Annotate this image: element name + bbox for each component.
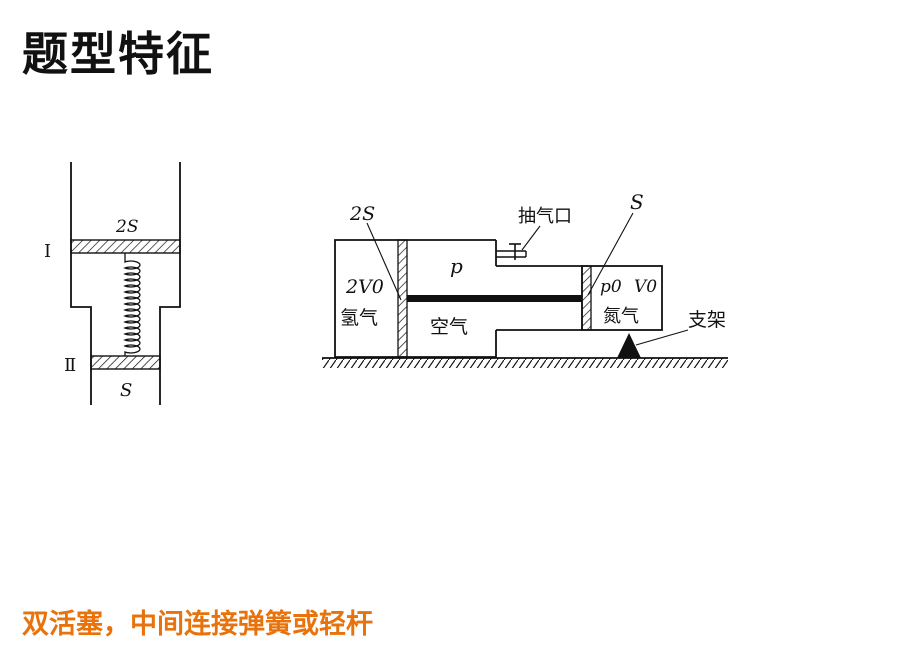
label-2s-vertical: 2S (115, 217, 138, 237)
label-nitrogen: 氮气 (603, 306, 639, 327)
outlet-valve-icon (496, 243, 527, 260)
label-2s-horizontal: 2S (349, 203, 375, 225)
label-2v0: 2V0 (345, 276, 384, 298)
piston-small (581, 265, 592, 331)
page-title: 题型特征 (22, 27, 214, 81)
connecting-rod (407, 295, 582, 302)
piston-large (397, 239, 408, 358)
piston-upper (70, 239, 181, 254)
leader-outlet (521, 225, 541, 251)
caption-text: 双活塞，中间连接弹簧或轻杆 (22, 609, 373, 640)
label-p0: p0 (600, 277, 622, 297)
spring (123, 253, 141, 356)
leader-2s (366, 222, 402, 301)
label-outlet: 抽气口 (518, 206, 572, 227)
label-air: 空气 (430, 316, 468, 338)
label-piston-2: Ⅱ (64, 355, 76, 376)
figure-vertical-cylinder: 2S Ⅰ Ⅱ S (44, 162, 181, 405)
ground-hatch (322, 358, 728, 368)
label-p: p (450, 254, 463, 278)
label-piston-1: Ⅰ (44, 241, 51, 262)
figure-horizontal-cylinders: 2S 抽气口 S 2V0 氢气 p 空气 p0 V0 氮气 支架 (322, 190, 728, 368)
leader-s (587, 212, 634, 296)
leader-support (635, 329, 689, 346)
label-s-horizontal: S (630, 190, 644, 214)
label-v0: V0 (634, 277, 657, 297)
label-support: 支架 (688, 309, 726, 331)
support-triangle (617, 333, 641, 358)
label-s-vertical: S (120, 380, 132, 401)
piston-lower (90, 355, 161, 370)
label-hydrogen: 氢气 (340, 307, 378, 329)
cylinder-left (334, 239, 497, 358)
cylinder-wall-right (159, 162, 181, 405)
